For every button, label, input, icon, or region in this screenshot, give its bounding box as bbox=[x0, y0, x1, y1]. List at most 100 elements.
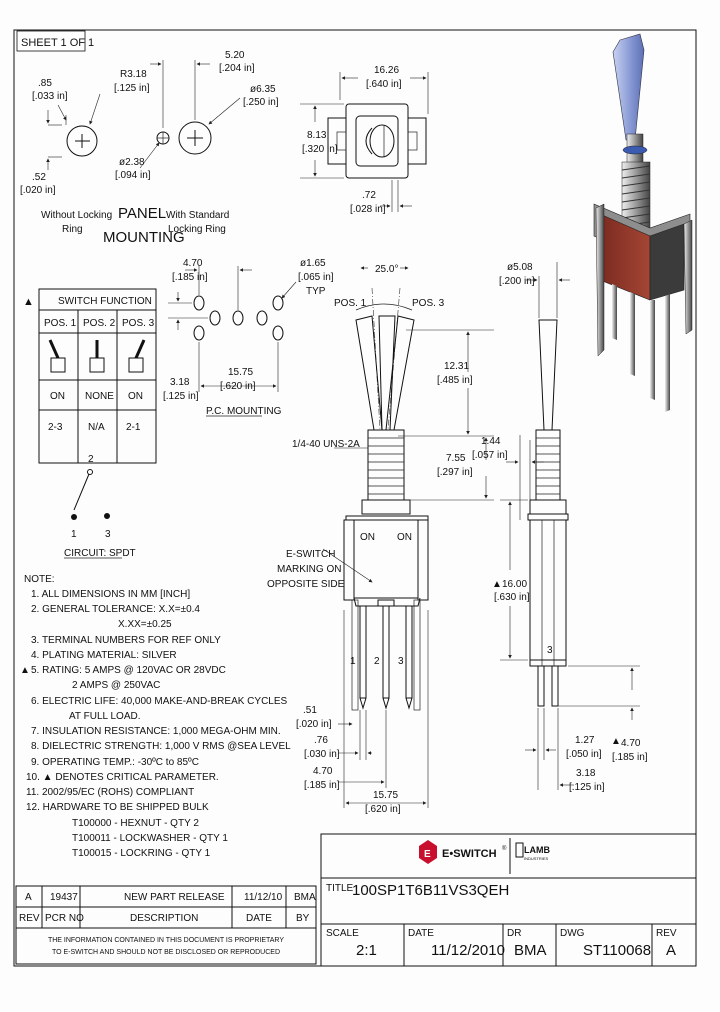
pc_mounting-dim_1575-label: 15.75 bbox=[228, 367, 253, 378]
side_view-term3-label: 3 bbox=[547, 645, 553, 656]
revision_table-headers-pcr-label: PCR NO bbox=[45, 913, 84, 924]
revision_table-headers-desc-label: DESCRIPTION bbox=[130, 913, 198, 924]
side-view: 3 ø5.08 [.200 in] 1.44 [.057 in] ▲ 16.00… bbox=[472, 262, 648, 793]
front_view-on_right-label: ON bbox=[397, 532, 412, 543]
sheet-box bbox=[16, 30, 86, 52]
panel-dim_520-label: 5.20 bbox=[225, 50, 245, 61]
front_view-pos1-label: POS. 1 bbox=[334, 298, 367, 309]
title_block-title_label-label: TITLE bbox=[326, 883, 354, 894]
circuit-t3-label: 3 bbox=[105, 529, 111, 540]
front_view-dim_1231-label: 12.31 bbox=[444, 361, 469, 372]
pc_mounting-dim_470-label: 4.70 bbox=[183, 258, 203, 269]
revision_table-headers-by-label: BY bbox=[296, 913, 310, 924]
toggle-lever bbox=[612, 33, 645, 141]
front_view-dim_076_in-label: [.030 in] bbox=[304, 749, 340, 760]
notes-block: NOTE: 1. ALL DIMENSIONS IN MM [INCH] 2. … bbox=[20, 574, 291, 859]
side_view-dim_470_in-label: [.185 in] bbox=[612, 752, 648, 763]
title_block-dwg_label-label: DWG bbox=[560, 928, 585, 939]
notes-lines-14-label: 12. HARDWARE TO BE SHIPPED BULK bbox=[26, 802, 209, 813]
panel-dim_d238_in-label: [.094 in] bbox=[115, 170, 151, 181]
front_view-term2-label: 2 bbox=[374, 656, 380, 667]
notes-lines-2-label: X.XX=±0.25 bbox=[118, 619, 172, 630]
switch_function-positions-1-label: POS. 2 bbox=[83, 318, 116, 329]
lamb-logo: LAMB INDUSTRIES bbox=[515, 842, 550, 861]
top_view-dim_072-label: .72 bbox=[362, 190, 376, 201]
panel-dim_052-label: .52 bbox=[32, 172, 46, 183]
title-block: E E•SWITCH ® LAMB INDUSTRIES TITLE 100SP… bbox=[320, 833, 697, 967]
front_view-dim_051-label: .51 bbox=[303, 705, 317, 716]
pc_mounting-dim_typ-label: TYP bbox=[306, 286, 326, 297]
panel-caption_left_1-label: Without Locking bbox=[41, 210, 112, 221]
notes-lines-12-label: 10. ▲ DENOTES CRITICAL PARAMETER. bbox=[26, 772, 219, 783]
panel-dim_r318_in-label: [.125 in] bbox=[114, 83, 150, 94]
switch-function-table: SWITCH FUNCTION ▲ POS. 1 POS. 2 POS. 3 O… bbox=[23, 288, 157, 464]
pc_mounting-label-label: P.C. MOUNTING bbox=[206, 406, 282, 417]
front_view-dim_076-label: .76 bbox=[314, 735, 328, 746]
pos3-toggle-icon bbox=[128, 339, 146, 373]
lever-pos3 bbox=[385, 315, 415, 431]
panel-dim_r318-label: R3.18 bbox=[120, 69, 147, 80]
notes-lines-5-label: 5. RATING: 5 AMPS @ 120VAC OR 28VDC bbox=[31, 665, 226, 676]
notes-lines-4-label: 4. PLATING MATERIAL: SILVER bbox=[31, 650, 177, 661]
front_view-marking_3-label: OPPOSITE SIDE bbox=[267, 579, 345, 590]
side_view-dim_d508-label: ø5.08 bbox=[507, 262, 533, 273]
notes-lines-17-label: T100015 - LOCKRING - QTY 1 bbox=[72, 848, 211, 859]
notes-lines-15-label: T100000 - HEXNUT - QTY 2 bbox=[72, 818, 199, 829]
notes-lines-0-label: 1. ALL DIMENSIONS IN MM [INCH] bbox=[31, 589, 190, 600]
switch_function-header-label: SWITCH FUNCTION bbox=[58, 296, 152, 307]
side_view-dim_470-label: 4.70 bbox=[621, 738, 641, 749]
panel-dim_052_in-label: [.020 in] bbox=[20, 185, 56, 196]
switch_function-states-1-label: NONE bbox=[85, 391, 114, 402]
front_view-term3-label: 3 bbox=[398, 656, 404, 667]
front_view-term1-label: 1 bbox=[350, 656, 356, 667]
lever-pos1 bbox=[355, 315, 383, 431]
notes-lines-16-label: T100011 - LOCKWASHER - QTY 1 bbox=[72, 833, 228, 844]
panel-caption_right_1-label: With Standard bbox=[166, 210, 229, 221]
pos1-toggle-icon bbox=[48, 339, 66, 373]
switch_function-states-0-label: ON bbox=[50, 391, 65, 402]
panel-dim_085_in-label: [.033 in] bbox=[32, 91, 68, 102]
switch_function-positions-0-label: POS. 1 bbox=[44, 318, 77, 329]
side_view-dim_127_in-label: [.050 in] bbox=[566, 749, 602, 760]
front_view-dim_1231_in-label: [.485 in] bbox=[437, 375, 473, 386]
lever-pos2 bbox=[378, 315, 396, 431]
panel-dim_520_in-label: [.204 in] bbox=[219, 63, 255, 74]
side_view-dim_144-label: 1.44 bbox=[481, 436, 501, 447]
switch_function-positions-2-label: POS. 3 bbox=[122, 318, 155, 329]
panel-dim_d238-label: ø2.38 bbox=[119, 157, 145, 168]
notes-lines-9-label: 7. INSULATION RESISTANCE: 1,000 MEGA-OHM… bbox=[31, 726, 281, 737]
top_view-dim_813_in-label: [.320 in] bbox=[302, 144, 338, 155]
panel-dim_085-label: .85 bbox=[38, 78, 52, 89]
title_block-dwg_value-label: ST110068 bbox=[583, 942, 651, 959]
revision_table-headers-rev-label: REV bbox=[19, 913, 40, 924]
switch_function-terminals-2-label: 2-1 bbox=[126, 422, 141, 433]
pc_mounting-dim_d165_in-label: [.065 in] bbox=[298, 272, 334, 283]
pos2-toggle-icon bbox=[89, 340, 105, 373]
terminal-3 bbox=[405, 605, 413, 699]
notes-lines-8-label: AT FULL LOAD. bbox=[69, 711, 141, 722]
title_block-brand-label: E•SWITCH bbox=[442, 848, 497, 860]
front_view-on_left-label: ON bbox=[360, 532, 375, 543]
front_view-dim_755_in-label: [.297 in] bbox=[437, 467, 473, 478]
panel-caption_left_2-label: Ring bbox=[62, 224, 83, 235]
eswitch-logo: E E•SWITCH ® bbox=[419, 840, 507, 864]
panel-title1-label: PANEL bbox=[118, 205, 166, 222]
switch-3d-render bbox=[593, 33, 693, 412]
title_block-brand_reg-label: ® bbox=[502, 845, 507, 852]
notes-lines-13-label: 11. 2002/95/EC (ROHS) COMPLIANT bbox=[26, 787, 194, 798]
circuit-t1-label: 1 bbox=[71, 529, 77, 540]
front_view-angle-label: 25.0° bbox=[375, 264, 398, 275]
front_view-dim_755-label: 7.55 bbox=[446, 453, 466, 464]
front_view-dim_470_in-label: [.185 in] bbox=[304, 780, 340, 791]
revision_table-headers-date-label: DATE bbox=[246, 913, 272, 924]
panel-dim_d635_in-label: [.250 in] bbox=[243, 97, 279, 108]
revision_table-row-rev-label: A bbox=[25, 892, 32, 903]
panel-caption_right_2-label: Locking Ring bbox=[168, 224, 226, 235]
switch_function-terminals-1-label: N/A bbox=[88, 422, 105, 433]
side_view-dim_1600_in-label: [.630 in] bbox=[494, 592, 530, 603]
title_block-title_value-label: 100SP1T6B11VS3QEH bbox=[352, 882, 509, 899]
front-view: ON ON 1 2 3 25.0° POS. 1 POS. 3 bbox=[267, 264, 494, 815]
top_view-dim_1626-label: 16.26 bbox=[374, 65, 399, 76]
